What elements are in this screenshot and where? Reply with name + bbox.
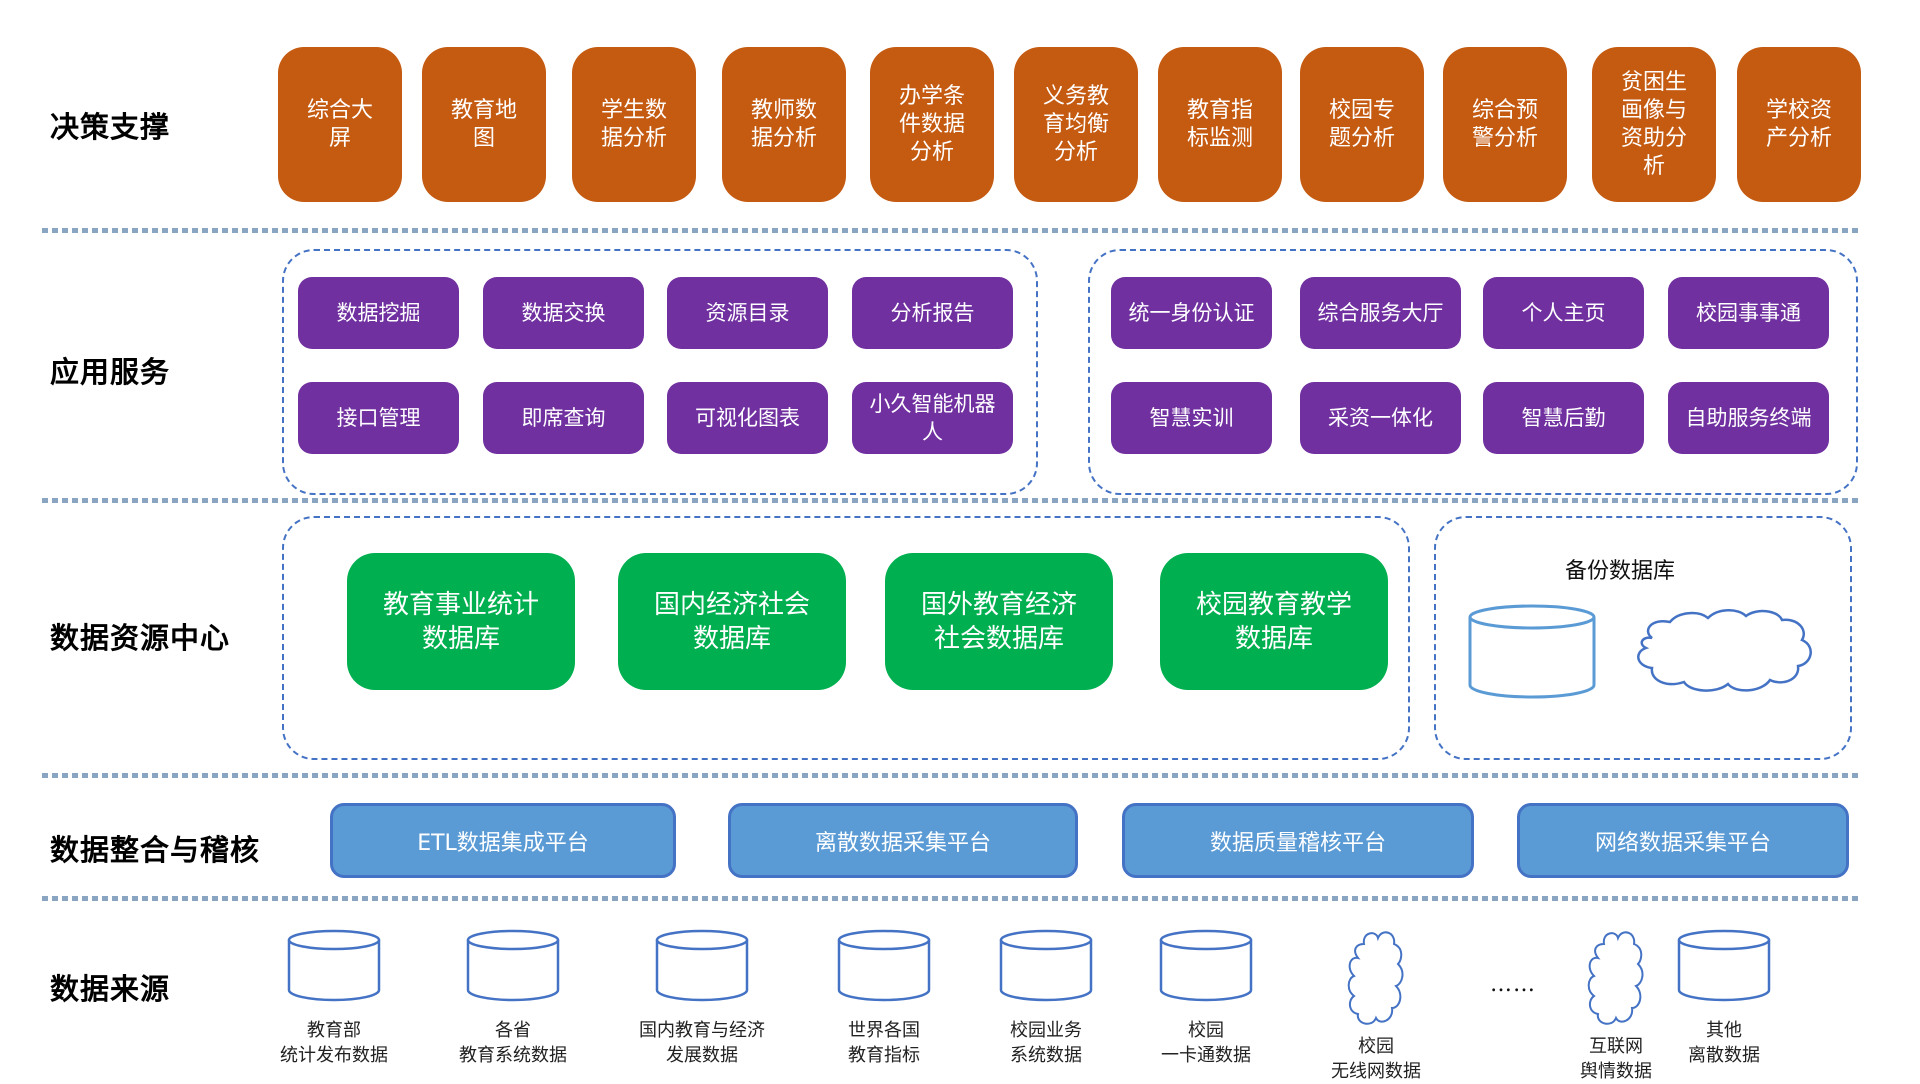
app-item[interactable]: 综合服务大厅 (1300, 277, 1461, 349)
layer-separator (42, 773, 1860, 778)
data-source-label: 校园一卡通数据 (1116, 1018, 1296, 1068)
app-item[interactable]: 小久智能机器人 (852, 382, 1013, 454)
data-source-label: 校园业务系统数据 (956, 1018, 1136, 1068)
data-source-line2: 系统数据 (1010, 1045, 1082, 1066)
database-icon (1159, 929, 1253, 1002)
resource-group-frame (282, 516, 1410, 760)
layer-label-integration: 数据整合与稽核 (50, 833, 261, 867)
decision-item[interactable]: 教师数据分析 (722, 47, 846, 202)
data-source-item[interactable]: 校园业务系统数据 (956, 928, 1136, 1068)
database-icon (466, 929, 560, 1002)
data-source-line1: 国内教育与经济 (639, 1020, 765, 1041)
app-item[interactable]: 数据挖掘 (298, 277, 459, 349)
data-source-label: 各省教育系统数据 (423, 1018, 603, 1068)
decision-item[interactable]: 学校资产分析 (1737, 47, 1861, 202)
data-source-label: 世界各国教育指标 (794, 1018, 974, 1068)
data-source-line1: 互联网 (1589, 1036, 1643, 1057)
app-item[interactable]: 校园事事通 (1668, 277, 1829, 349)
app-item[interactable]: 智慧实训 (1111, 382, 1272, 454)
data-source-item[interactable]: 国内教育与经济发展数据 (612, 928, 792, 1068)
data-source-line1: 教育部 (307, 1020, 361, 1041)
decision-item[interactable]: 学生数据分析 (572, 47, 696, 202)
layer-label-decision: 决策支撑 (50, 110, 171, 144)
app-item[interactable]: 数据交换 (483, 277, 644, 349)
app-item[interactable]: 统一身份认证 (1111, 277, 1272, 349)
data-source-line1: 校园 (1188, 1020, 1224, 1041)
data-source-line1: 其他 (1706, 1020, 1742, 1041)
app-item[interactable]: 接口管理 (298, 382, 459, 454)
data-source-line2: 发展数据 (666, 1045, 738, 1066)
data-source-item[interactable]: 互联网舆情数据 (1526, 928, 1706, 1084)
platform-item[interactable]: 数据质量稽核平台 (1122, 803, 1474, 878)
cloud-icon (1637, 609, 1812, 692)
layer-separator (42, 498, 1860, 503)
decision-item[interactable]: 义务教育均衡分析 (1014, 47, 1138, 202)
data-source-line2: 教育指标 (848, 1045, 920, 1066)
data-source-line2: 一卡通数据 (1161, 1045, 1251, 1066)
decision-item[interactable]: 校园专题分析 (1300, 47, 1424, 202)
data-source-item[interactable]: 其他离散数据 (1634, 928, 1814, 1068)
database-icon (1468, 604, 1596, 699)
decision-item[interactable]: 教育地图 (422, 47, 546, 202)
data-source-line1: 校园 (1358, 1036, 1394, 1057)
decision-item[interactable]: 综合预警分析 (1443, 47, 1567, 202)
data-source-line1: 世界各国 (848, 1020, 920, 1041)
layer-separator (42, 228, 1860, 233)
decision-item[interactable]: 综合大屏 (278, 47, 402, 202)
data-source-item[interactable]: 各省教育系统数据 (423, 928, 603, 1068)
platform-item[interactable]: 网络数据采集平台 (1517, 803, 1849, 878)
app-item[interactable]: 智慧后勤 (1483, 382, 1644, 454)
data-source-line2: 教育系统数据 (459, 1045, 567, 1066)
data-source-item[interactable]: 校园无线网数据 (1286, 928, 1466, 1084)
database-icon (655, 929, 749, 1002)
more-sources-ellipsis: …… (1490, 972, 1536, 997)
layer-separator (42, 896, 1860, 901)
data-source-line1: 校园业务 (1010, 1020, 1082, 1041)
database-icon (1677, 929, 1771, 1002)
database-icon (999, 929, 1093, 1002)
app-item[interactable]: 可视化图表 (667, 382, 828, 454)
database-icon (837, 929, 931, 1002)
database-item[interactable]: 校园教育教学数据库 (1160, 553, 1388, 690)
data-source-label: 校园无线网数据 (1286, 1034, 1466, 1084)
data-source-line1: 各省 (495, 1020, 531, 1041)
data-source-item[interactable]: 校园一卡通数据 (1116, 928, 1296, 1068)
data-source-item[interactable]: 世界各国教育指标 (794, 928, 974, 1068)
decision-item[interactable]: 教育指标监测 (1158, 47, 1282, 202)
layer-label-source: 数据来源 (50, 972, 171, 1006)
database-item[interactable]: 教育事业统计数据库 (347, 553, 575, 690)
app-item[interactable]: 个人主页 (1483, 277, 1644, 349)
backup-group-frame (1434, 516, 1852, 760)
cloud-icon (1587, 931, 1644, 1025)
app-item[interactable]: 自助服务终端 (1668, 382, 1829, 454)
layer-label-app: 应用服务 (50, 355, 171, 389)
data-source-line2: 舆情数据 (1580, 1061, 1652, 1082)
decision-item[interactable]: 贫困生画像与资助分析 (1592, 47, 1716, 202)
database-item[interactable]: 国外教育经济社会数据库 (885, 553, 1113, 690)
data-source-label: 互联网舆情数据 (1526, 1034, 1706, 1084)
data-source-line2: 离散数据 (1688, 1045, 1760, 1066)
data-source-label: 教育部统计发布数据 (244, 1018, 424, 1068)
app-item[interactable]: 即席查询 (483, 382, 644, 454)
data-source-line2: 无线网数据 (1331, 1061, 1421, 1082)
decision-item[interactable]: 办学条件数据分析 (870, 47, 994, 202)
platform-item[interactable]: 离散数据采集平台 (728, 803, 1078, 878)
database-item[interactable]: 国内经济社会数据库 (618, 553, 846, 690)
app-group-left-frame (282, 249, 1038, 495)
app-group-right-frame (1088, 249, 1858, 495)
data-source-label: 国内教育与经济发展数据 (612, 1018, 792, 1068)
platform-item[interactable]: ETL数据集成平台 (330, 803, 676, 878)
app-item[interactable]: 分析报告 (852, 277, 1013, 349)
database-icon (287, 929, 381, 1002)
data-source-label: 其他离散数据 (1634, 1018, 1814, 1068)
layer-label-resource: 数据资源中心 (50, 621, 231, 655)
cloud-icon (1347, 931, 1404, 1025)
data-source-line2: 统计发布数据 (280, 1045, 388, 1066)
app-item[interactable]: 资源目录 (667, 277, 828, 349)
backup-title: 备份数据库 (1564, 559, 1675, 584)
data-source-item[interactable]: 教育部统计发布数据 (244, 928, 424, 1068)
app-item[interactable]: 采资一体化 (1300, 382, 1461, 454)
